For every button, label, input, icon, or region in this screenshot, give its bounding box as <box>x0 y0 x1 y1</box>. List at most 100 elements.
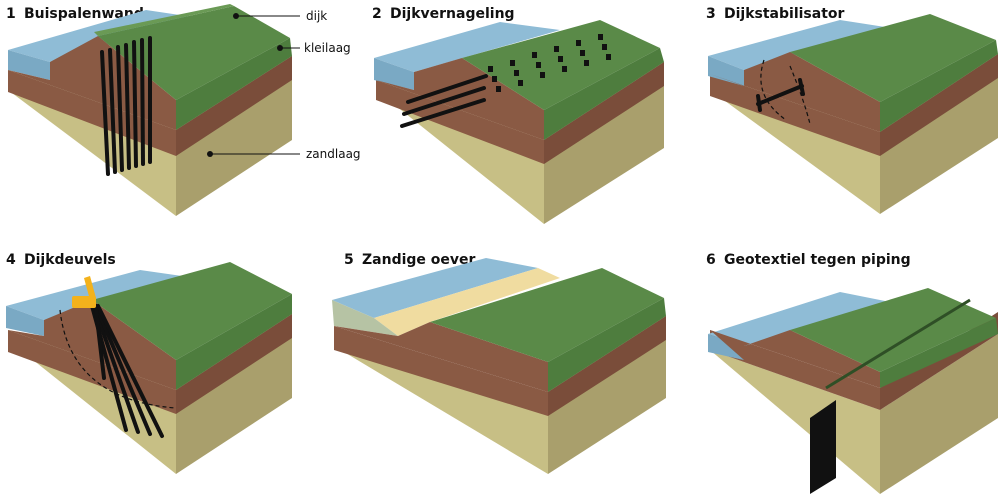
panel-2: 2 Dijkvernageling <box>372 6 664 224</box>
slip-circle-dashed <box>59 309 177 409</box>
water-front <box>6 306 44 336</box>
water <box>374 22 560 72</box>
nail-head <box>558 56 563 62</box>
installation-machine <box>72 276 96 308</box>
panel-5-title: Zandige oever <box>362 252 476 268</box>
panel-4-title: Dijkdeuvels <box>24 252 116 268</box>
dowel <box>94 308 106 380</box>
pile-wall <box>100 36 152 176</box>
panel-5-number: 5 <box>344 252 354 268</box>
dike-inner-slope <box>8 300 176 390</box>
dowel <box>94 304 152 436</box>
nail-head <box>576 40 581 46</box>
panel-2-number: 2 <box>372 6 382 22</box>
sand-layer-front <box>710 350 880 494</box>
clay-layer-front <box>376 80 544 164</box>
stabilizer-beam <box>756 84 804 106</box>
dike-landside-slope <box>880 40 998 132</box>
water-front <box>708 334 744 360</box>
label-sand-layer: zandlaag <box>306 147 361 161</box>
water <box>708 20 892 70</box>
nail-head <box>514 70 519 76</box>
nail-head <box>554 46 559 52</box>
water <box>6 270 196 320</box>
stabilizer-plate-right <box>798 78 805 96</box>
beach <box>374 268 560 336</box>
dike-inner-slope <box>710 330 880 388</box>
panel-6: 6 Geotextiel tegen piping <box>706 252 998 494</box>
nail-head <box>598 34 603 40</box>
clay-layer-front <box>710 330 880 410</box>
sand-layer-front <box>334 332 548 474</box>
panel-3: 3 Dijkstabilisator <box>706 6 998 214</box>
slip-circle-dashed-2 <box>789 65 811 125</box>
panel-5: 5 Zandige oever <box>332 252 666 474</box>
stabilizer-plate-left <box>756 94 762 112</box>
nail-head <box>606 54 611 60</box>
clay-layer-side <box>548 316 666 416</box>
nail-head <box>562 66 567 72</box>
water <box>708 292 890 346</box>
pile <box>124 43 131 170</box>
dowels <box>90 304 164 438</box>
dike-top <box>790 14 996 102</box>
dike-top <box>790 288 996 372</box>
panel-3-title: Dijkstabilisator <box>724 6 845 22</box>
dowel <box>92 304 140 434</box>
panel-2-title: Dijkvernageling <box>390 6 515 22</box>
leader-dot-sand <box>207 151 213 157</box>
geotextile-trench <box>825 298 971 390</box>
nail-head <box>602 44 607 50</box>
pile <box>100 50 110 176</box>
label-clay-layer: kleilaag <box>304 41 351 55</box>
nail-heads <box>488 34 611 92</box>
nail-head <box>488 66 493 72</box>
panel-6-title: Geotextiel tegen piping <box>724 252 911 268</box>
nail-head <box>536 62 541 68</box>
pile <box>116 45 124 172</box>
soil-nails <box>400 74 488 128</box>
dike-inner-slope <box>710 52 880 132</box>
clay-layer-front <box>334 326 548 416</box>
panel-1-number: 1 <box>6 6 16 22</box>
nail <box>402 86 486 116</box>
clay-layer-front <box>710 74 880 156</box>
water-front <box>708 56 744 86</box>
sand-layer-side <box>880 334 998 494</box>
panel-4: 4 Dijkdeuvels <box>6 252 292 474</box>
nail-head <box>532 52 537 58</box>
pile <box>108 48 117 174</box>
leader-dot-clay <box>277 45 283 51</box>
panel-3-number: 3 <box>706 6 716 22</box>
nail <box>400 98 486 128</box>
dike-top <box>430 268 664 362</box>
clay-layer-side <box>176 56 292 156</box>
clay-layer-side <box>880 54 998 156</box>
nail-head <box>540 72 545 78</box>
nail-head <box>510 60 515 66</box>
pile <box>140 38 145 166</box>
nail-head <box>518 80 523 86</box>
machine-arm <box>84 276 96 300</box>
nail-head <box>492 76 497 82</box>
nail <box>406 74 488 104</box>
clay-layer-side <box>544 62 664 164</box>
dike-top <box>462 20 660 110</box>
geotextile-screen <box>810 400 836 494</box>
nail-head <box>580 50 585 56</box>
dike-top <box>98 6 290 100</box>
dike-landside-slope <box>880 318 998 388</box>
label-dike: dijk <box>306 9 327 23</box>
water-front <box>332 300 398 336</box>
dike-landside-slope <box>548 298 666 392</box>
dike-inner-slope <box>376 58 544 140</box>
dike-landside-slope <box>176 294 292 390</box>
stabilizer <box>756 78 805 112</box>
panel-4-number: 4 <box>6 252 16 268</box>
panel-6-number: 6 <box>706 252 716 268</box>
nail-head <box>496 86 501 92</box>
leader-dot-dike <box>233 13 239 19</box>
panel-1-title: Buispalenwand <box>24 6 144 22</box>
dike-crest-left <box>94 4 234 36</box>
